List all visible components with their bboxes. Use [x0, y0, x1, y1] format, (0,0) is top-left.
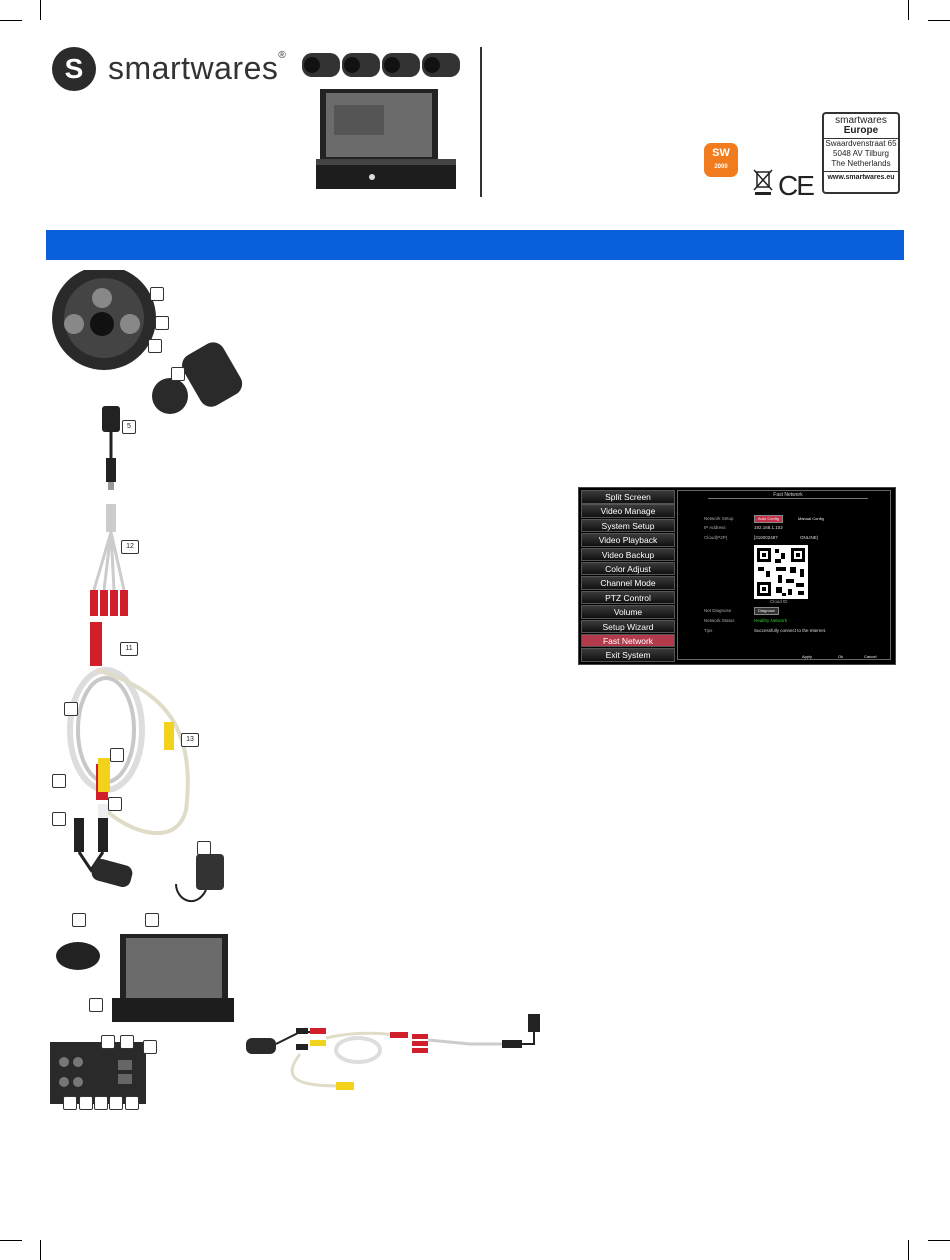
callout-badge [52, 812, 66, 826]
menu-item-setup-wizard[interactable]: Setup Wizard [581, 619, 675, 634]
weee-bin-icon [753, 169, 773, 195]
ip-address-label: IP Address [704, 525, 726, 530]
panel-title: Fast Network [708, 492, 868, 499]
crop-mark [40, 0, 41, 20]
dvr-menu-screenshot: Split Screen Video Manage System Setup V… [578, 487, 896, 665]
wiring-illustration [246, 1014, 540, 1090]
callout-badge-5: 5 [122, 420, 136, 434]
parts-illustration [50, 270, 243, 1104]
crop-mark [928, 20, 950, 21]
network-status-label: Network Status [704, 618, 735, 623]
menu-item-system-setup[interactable]: System Setup [581, 518, 675, 533]
callout-badge [63, 1096, 77, 1110]
cloud-status-value: ONLINE) [800, 535, 819, 540]
callout-badge [64, 702, 78, 716]
manual-config-button[interactable]: Manual Config [798, 516, 824, 521]
network-setup-label: Network Setup [704, 516, 734, 521]
apply-button[interactable]: Apply [802, 654, 813, 659]
callout-badge [120, 1035, 134, 1049]
crop-mark [0, 20, 22, 21]
menu-item-exit-system[interactable]: Exit System [581, 648, 675, 662]
callout-badge [197, 841, 211, 855]
address-box: smartwares Europe Swaardvenstraat 65 504… [822, 112, 900, 194]
fast-network-panel: Fast Network Network Setup Auto Config M… [677, 490, 891, 660]
callout-badge-11: 11 [120, 642, 138, 656]
tips-label: Tips [704, 628, 713, 633]
callout-badge [52, 774, 66, 788]
callout-badge [155, 316, 169, 330]
ip-address-value: 192.168.1.102 [754, 525, 783, 530]
callout-badge [94, 1096, 108, 1110]
menu-item-video-manage[interactable]: Video Manage [581, 504, 675, 518]
divider-line [480, 47, 482, 197]
menu-item-fast-network[interactable]: Fast Network [581, 633, 675, 648]
logo-icon: S [52, 47, 96, 91]
menu-item-video-backup[interactable]: Video Backup [581, 547, 675, 562]
crop-mark [908, 1240, 909, 1260]
crop-mark [40, 1240, 41, 1260]
menu-item-split-screen[interactable]: Split Screen [581, 490, 675, 504]
callout-badge [109, 1096, 123, 1110]
menu-item-color-adjust[interactable]: Color Adjust [581, 561, 675, 576]
callout-badge [72, 913, 86, 927]
cloud-label: Cloud(P2P) [704, 535, 728, 540]
crop-mark [0, 1240, 22, 1241]
callout-badge [79, 1096, 93, 1110]
callout-badge [89, 998, 103, 1012]
callout-badge [143, 1040, 157, 1054]
callout-badge [148, 339, 162, 353]
menu-item-ptz-control[interactable]: PTZ Control [581, 590, 675, 605]
address-region: Europe [824, 126, 898, 139]
ce-mark: CE [778, 170, 815, 201]
callout-badge-13: 13 [181, 733, 199, 747]
net-diagnose-label: Net Diagnose [704, 608, 732, 613]
cloud-id-value: [316002487 [754, 535, 778, 540]
network-status-value: Healthy Network [754, 618, 788, 623]
callout-badge [101, 1035, 115, 1049]
address-street: Swaardvenstraat 65 [825, 139, 897, 148]
cancel-button[interactable]: Cancel [864, 654, 877, 659]
address-city: 5048 AV Tilburg [833, 149, 889, 158]
qr-code [754, 545, 808, 599]
crop-mark [928, 1240, 950, 1241]
menu-item-video-playback[interactable]: Video Playback [581, 533, 675, 547]
menu-list: Split Screen Video Manage System Setup V… [581, 490, 675, 663]
address-country: The Netherlands [831, 159, 891, 168]
logo-text: smartwares® [108, 50, 287, 86]
callout-badge [125, 1096, 139, 1110]
auto-config-button[interactable]: Auto Config [754, 515, 783, 523]
menu-item-volume[interactable]: Volume [581, 605, 675, 619]
crop-mark [908, 0, 909, 20]
callout-badge [171, 367, 185, 381]
callout-badge [108, 797, 122, 811]
address-brand: smartwares [835, 115, 887, 126]
title-bar [46, 230, 904, 260]
ok-button[interactable]: Ok [838, 654, 844, 659]
tips-value: Successfully connect to the Internet. [754, 628, 827, 633]
diagnose-button[interactable]: Diagnose [754, 607, 779, 615]
menu-item-channel-mode[interactable]: Channel Mode [581, 576, 675, 590]
qr-caption: Cloud ID [770, 599, 788, 604]
callout-badge [110, 748, 124, 762]
callout-badge [145, 913, 159, 927]
product-image [302, 53, 460, 189]
callout-badge [150, 287, 164, 301]
callout-badge-12: 12 [121, 540, 139, 554]
address-url: www.smartwares.eu [824, 171, 898, 183]
